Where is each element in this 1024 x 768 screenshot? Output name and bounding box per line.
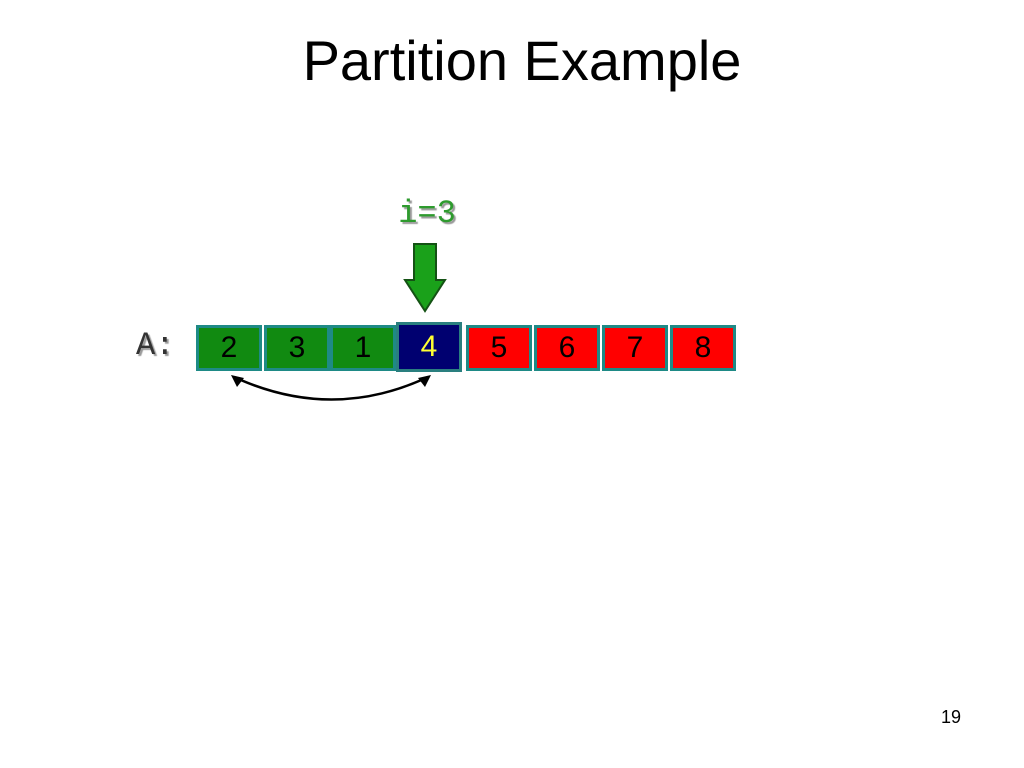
- swap-arrow-icon: [231, 375, 431, 401]
- array-cell: 6: [534, 325, 600, 371]
- array-cell: 7: [602, 325, 668, 371]
- array-cell: 5: [466, 325, 532, 371]
- array-cell: 2: [196, 325, 262, 371]
- swap-arrowhead-left: [231, 375, 244, 387]
- pointer-label: i=3: [398, 195, 456, 232]
- array-cell: 3: [264, 325, 330, 371]
- array-cell: 8: [670, 325, 736, 371]
- slide-title: Partition Example: [302, 29, 742, 92]
- array-cell: 1: [330, 325, 396, 371]
- down-arrow-icon: [403, 243, 447, 313]
- array-cell: 4: [396, 322, 462, 372]
- array-label: A:: [136, 327, 175, 364]
- swap-arrowhead-right: [418, 375, 431, 387]
- page-number: 19: [940, 707, 962, 727]
- swap-curve: [233, 375, 429, 401]
